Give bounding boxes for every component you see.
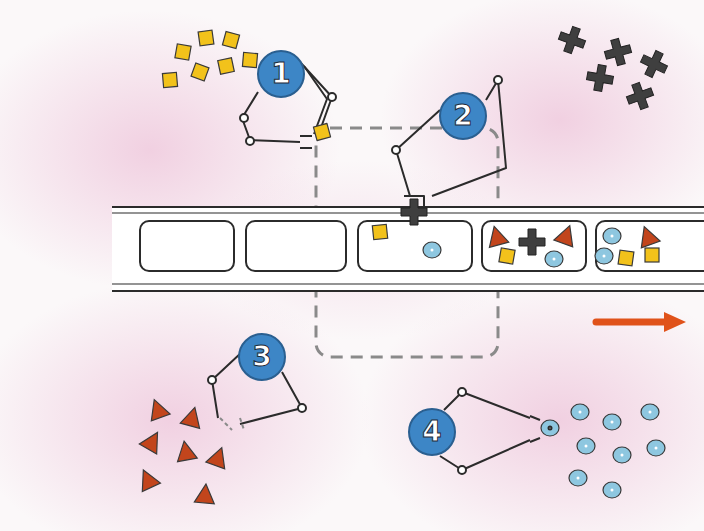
callout-number: 4 — [422, 418, 441, 446]
callout-circle: 3 — [238, 333, 286, 381]
callout-number: 2 — [453, 102, 472, 130]
callout-number: 1 — [271, 60, 290, 88]
callout-circle: 4 — [408, 408, 456, 456]
callout-number: 3 — [252, 343, 271, 371]
callout-circle: 2 — [439, 92, 487, 140]
callout-circle: 1 — [257, 50, 305, 98]
